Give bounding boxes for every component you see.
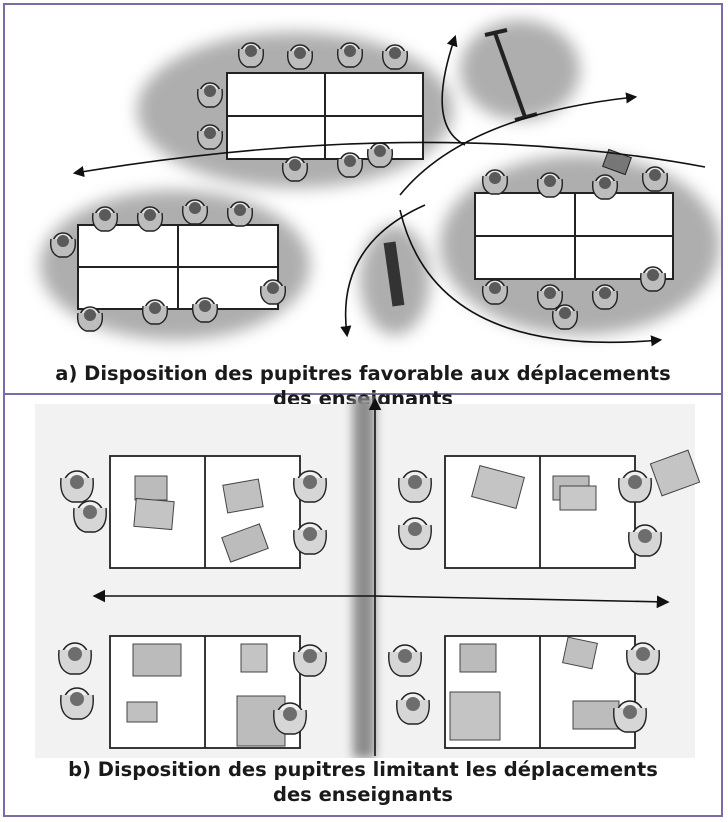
caption-b-line2: des enseignants [272, 783, 453, 806]
movement-paths [72, 34, 706, 347]
desk-group-right [474, 148, 674, 330]
panel-a-illustration: a) Disposition des pupitres favorable au… [5, 5, 721, 410]
aisle [353, 396, 375, 758]
caption-b: b) Disposition des pupitres limitant les… [5, 757, 721, 807]
desk-group-left [49, 199, 287, 332]
caption-b-line1: b) Disposition des pupitres limitant les… [68, 758, 658, 781]
panel-b-drawing [35, 396, 701, 758]
bench-center [383, 241, 405, 307]
desk-block-top-left [59, 455, 328, 569]
bench-top-right [484, 28, 538, 122]
desk-block-top-right [397, 449, 701, 569]
panel-b-illustration: b) Disposition des pupitres limitant les… [5, 396, 721, 815]
desk-block-bottom-left [57, 635, 328, 749]
panel-divider [3, 393, 723, 395]
panel-a-drawing [40, 20, 720, 347]
desk-block-bottom-right [387, 635, 661, 749]
caption-a-line1: a) Disposition des pupitres favorable au… [55, 362, 671, 385]
movement-axes [92, 397, 670, 756]
